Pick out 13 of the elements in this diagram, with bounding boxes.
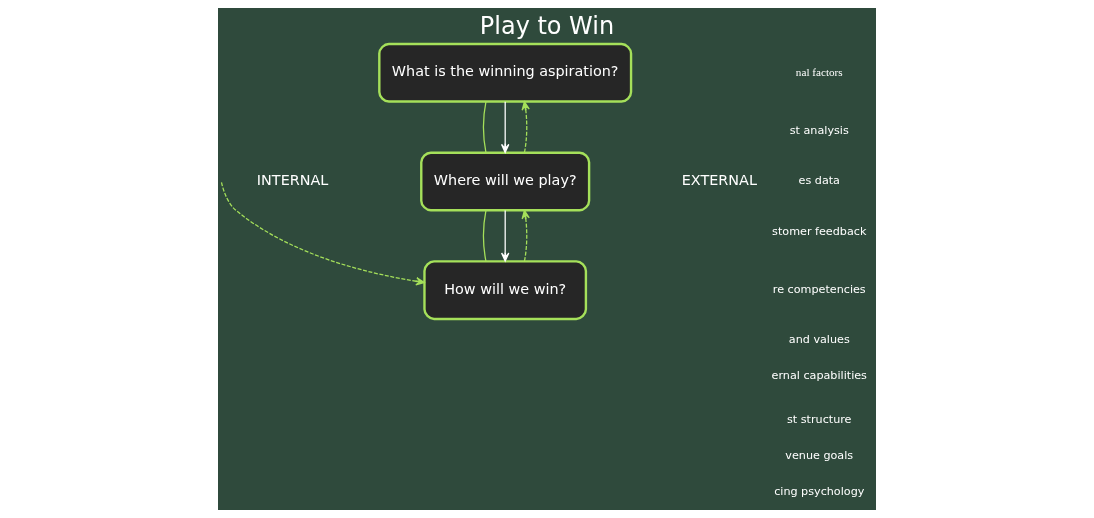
label: stomer feedback bbox=[772, 224, 867, 238]
label: st structure bbox=[787, 413, 852, 427]
label: EXTERNAL bbox=[681, 172, 757, 188]
label: and values bbox=[788, 333, 850, 347]
label: ernal capabilities bbox=[771, 369, 867, 383]
label: cing psychology bbox=[774, 485, 865, 499]
label: nal factors bbox=[795, 65, 843, 78]
label: st analysis bbox=[789, 124, 849, 138]
label: INTERNAL bbox=[256, 172, 329, 188]
label: es data bbox=[798, 174, 840, 188]
diagram-title: Play to Win bbox=[479, 11, 615, 40]
label: venue goals bbox=[785, 449, 854, 463]
label: re competencies bbox=[772, 283, 866, 297]
